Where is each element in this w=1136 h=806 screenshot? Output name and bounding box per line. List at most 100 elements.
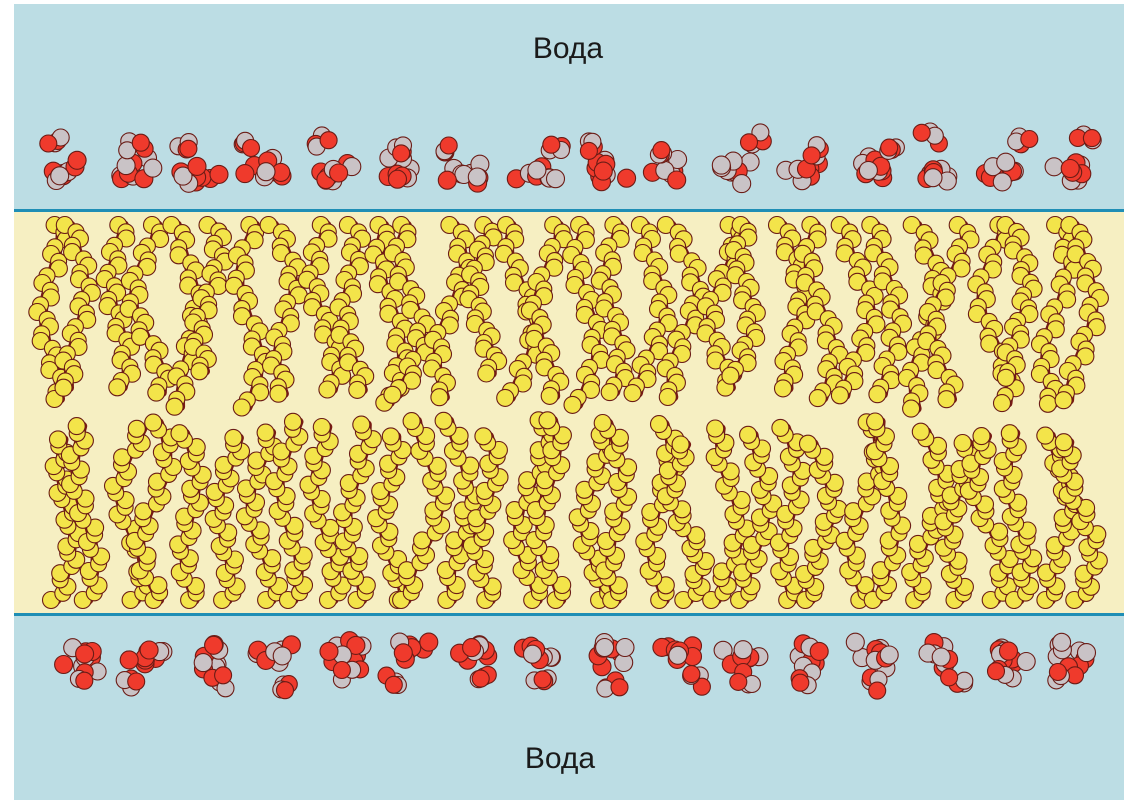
oxygen-atom — [534, 671, 551, 688]
headgroup-atom — [468, 168, 486, 186]
headgroup-atom — [616, 639, 634, 657]
oxygen-atom — [913, 124, 930, 141]
lower-lipid — [836, 413, 911, 699]
carbon-atom — [624, 385, 641, 402]
lower-lipid — [770, 419, 846, 693]
carbon-atom — [938, 391, 955, 408]
carbon-atom — [349, 381, 366, 398]
oxygen-atom — [988, 663, 1005, 680]
carbon-atom — [869, 386, 886, 403]
oxygen-atom — [869, 682, 886, 699]
carbon-atom — [475, 428, 492, 445]
lower-lipid — [435, 412, 508, 687]
carbon-atom — [539, 412, 556, 429]
oxygen-atom — [543, 136, 560, 153]
oxygen-atom — [68, 151, 86, 169]
oxygen-atom — [741, 134, 758, 151]
oxygen-atom — [394, 644, 412, 662]
oxygen-atom — [668, 171, 686, 189]
oxygen-atom — [730, 673, 747, 690]
upper-lipid — [697, 124, 771, 396]
carbon-atom — [68, 418, 85, 435]
carbon-atom — [1055, 392, 1072, 409]
oxygen-atom — [333, 662, 350, 679]
carbon-atom — [651, 416, 668, 433]
headgroup-atom — [1017, 653, 1035, 671]
carbon-atom — [672, 436, 689, 453]
headgroup-atom — [932, 648, 950, 666]
carbon-atom — [55, 379, 72, 396]
water-label-bottom: Вода — [460, 742, 660, 776]
carbon-atom — [541, 387, 558, 404]
oxygen-atom — [611, 679, 628, 696]
carbon-atom — [353, 416, 370, 433]
carbon-atom — [867, 413, 884, 430]
oxygen-atom — [180, 140, 197, 157]
carbon-atom — [128, 420, 145, 437]
lower-lipid — [43, 418, 110, 690]
carbon-atom — [707, 420, 724, 437]
oxygen-atom — [683, 666, 700, 683]
oxygen-atom — [128, 673, 145, 690]
upper-lipid — [624, 142, 712, 406]
oxygen-atom — [320, 132, 337, 149]
lower-lipid — [368, 413, 455, 694]
oxygen-atom — [320, 642, 338, 660]
oxygen-atom — [594, 162, 612, 180]
oxygen-atom — [55, 656, 73, 674]
headgroup-atom — [194, 654, 212, 672]
oxygen-atom — [132, 134, 149, 151]
carbon-atom — [497, 389, 514, 406]
carbon-atom — [166, 398, 183, 415]
lower-lipid — [1037, 427, 1108, 689]
upper-lipid — [1031, 126, 1108, 412]
upper-lipid — [163, 134, 233, 416]
oxygen-atom — [463, 639, 481, 657]
oxygen-atom — [76, 645, 94, 663]
headgroup-atom — [257, 163, 275, 181]
carbon-atom — [191, 363, 208, 380]
headgroup-atom — [924, 169, 942, 187]
upper-lipid — [495, 136, 572, 406]
carbon-atom — [659, 389, 676, 406]
carbon-atom — [50, 431, 67, 448]
lower-lipid — [569, 415, 636, 698]
oxygen-atom — [40, 135, 57, 152]
oxygen-atom — [76, 672, 93, 689]
carbon-atom — [257, 424, 274, 441]
lower-lipid — [300, 416, 381, 688]
headgroup-atom — [880, 646, 898, 664]
upper-lipid — [831, 139, 911, 404]
oxygen-atom — [1061, 160, 1079, 178]
oxygen-atom — [243, 140, 260, 157]
headgroup-atom — [997, 153, 1015, 171]
oxygen-atom — [803, 147, 820, 164]
upper-lipid — [96, 133, 177, 401]
oxygen-atom — [1000, 642, 1018, 660]
lower-lipid — [170, 425, 250, 697]
oxygen-atom — [420, 633, 438, 651]
headgroup-atom — [547, 170, 565, 188]
carbon-atom — [1001, 425, 1018, 442]
oxygen-atom — [385, 676, 402, 693]
oxygen-atom — [205, 636, 223, 654]
oxygen-atom — [438, 171, 456, 189]
headgroup-atom — [596, 639, 614, 657]
carbon-atom — [997, 369, 1014, 386]
headgroup-atom — [734, 641, 752, 659]
water-label-top: Вода — [468, 32, 668, 66]
carbon-atom — [148, 384, 165, 401]
carbon-atom — [912, 423, 929, 440]
carbon-atom — [313, 419, 330, 436]
headgroup-atom — [846, 633, 864, 651]
carbon-atom — [954, 435, 971, 452]
carbon-atom — [431, 389, 448, 406]
headgroup-atom — [144, 159, 162, 177]
carbon-atom — [145, 414, 162, 431]
headgroup-atom — [859, 161, 877, 179]
upper-lipid — [423, 137, 506, 406]
headgroup-atom — [1053, 633, 1071, 651]
carbon-atom — [478, 365, 495, 382]
headgroup-atom — [669, 646, 687, 664]
